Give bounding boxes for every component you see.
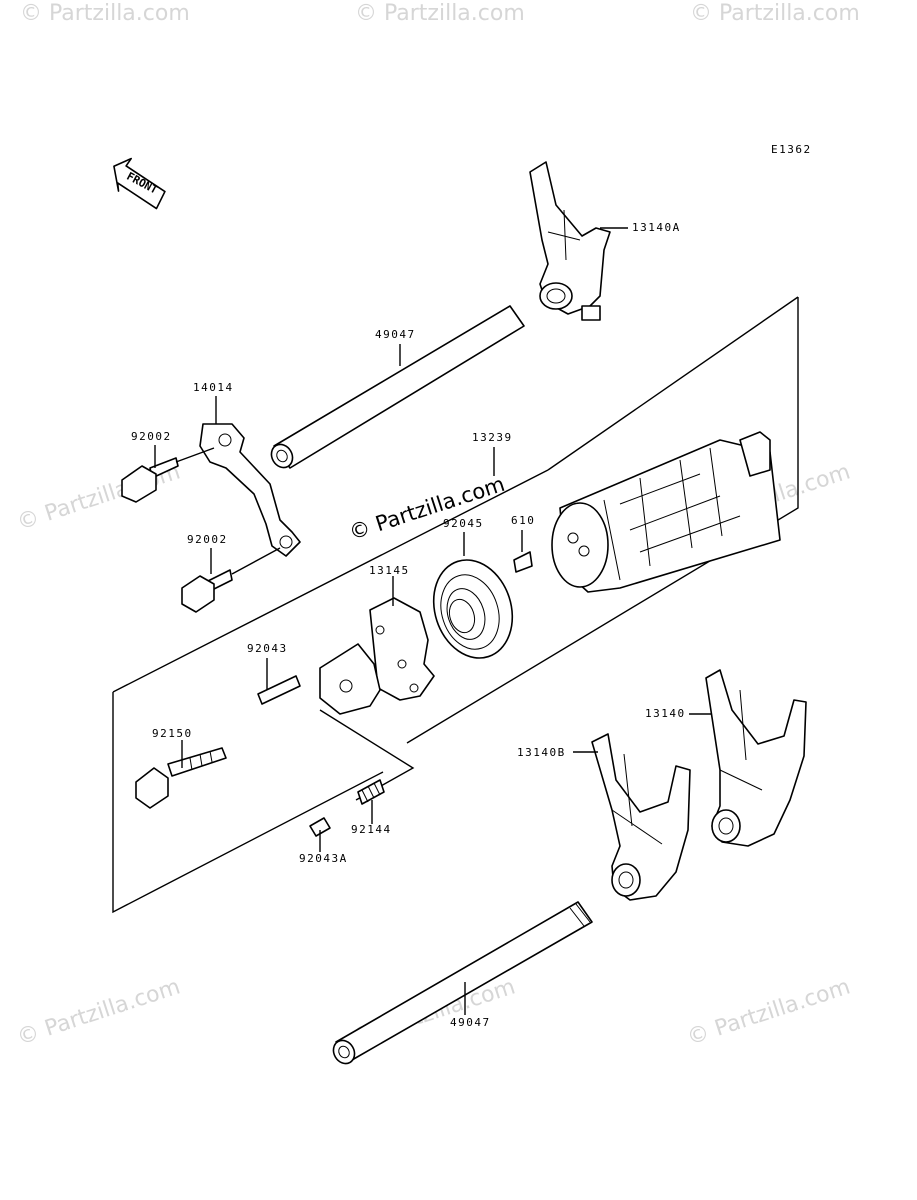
label-49047-lower: 49047: [450, 1016, 491, 1029]
label-92045: 92045: [443, 517, 484, 530]
shift-rod-lower: [332, 901, 593, 1065]
front-arrow-icon: FRONT: [113, 157, 166, 210]
bolt-92002-upper: [121, 457, 179, 503]
label-13140a: 13140A: [632, 221, 681, 234]
watermark: © Partzilla.com: [20, 1, 190, 26]
shift-fork-13140: [705, 669, 807, 847]
label-13140b: 13140B: [517, 746, 566, 759]
label-92002-upper: 92002: [131, 430, 172, 443]
label-13239: 13239: [472, 431, 513, 444]
watermark: © Partzilla.com: [690, 1, 860, 26]
label-13140: 13140: [645, 707, 686, 720]
watermark: © Partzilla.com: [14, 974, 183, 1050]
diagram-code: E1362: [771, 143, 812, 156]
shift-fork-13140b: [591, 733, 691, 901]
watermark: © Partzilla.com: [684, 974, 853, 1050]
shift-rod-upper: [270, 305, 525, 469]
label-92150: 92150: [152, 727, 193, 740]
spring-92144: [357, 779, 385, 805]
assembly-frame: [112, 297, 799, 914]
drum-holder: [319, 597, 435, 715]
bolt-92150: [135, 747, 227, 809]
assembly-frame-top: [547, 296, 799, 471]
bolt-92002-lower: [181, 569, 233, 613]
label-92002-lower: 92002: [187, 533, 228, 546]
label-610: 610: [511, 514, 535, 527]
pin-92043: [257, 675, 301, 705]
label-49047-upper: 49047: [375, 328, 416, 341]
label-92043: 92043: [247, 642, 288, 655]
shift-fork-13140a: [529, 161, 611, 321]
center-watermark: © Partzilla.com: [346, 472, 508, 545]
label-92043a: 92043A: [299, 852, 348, 865]
stopper-plate: [199, 423, 301, 557]
shift-drum: [551, 431, 781, 593]
label-13145: 13145: [369, 564, 410, 577]
pin-610: [513, 551, 533, 573]
label-92144: 92144: [351, 823, 392, 836]
label-14014: 14014: [193, 381, 234, 394]
ball-bearing: [432, 559, 514, 659]
watermark: © Partzilla.com: [355, 1, 525, 26]
pin-92043a: [309, 817, 331, 837]
